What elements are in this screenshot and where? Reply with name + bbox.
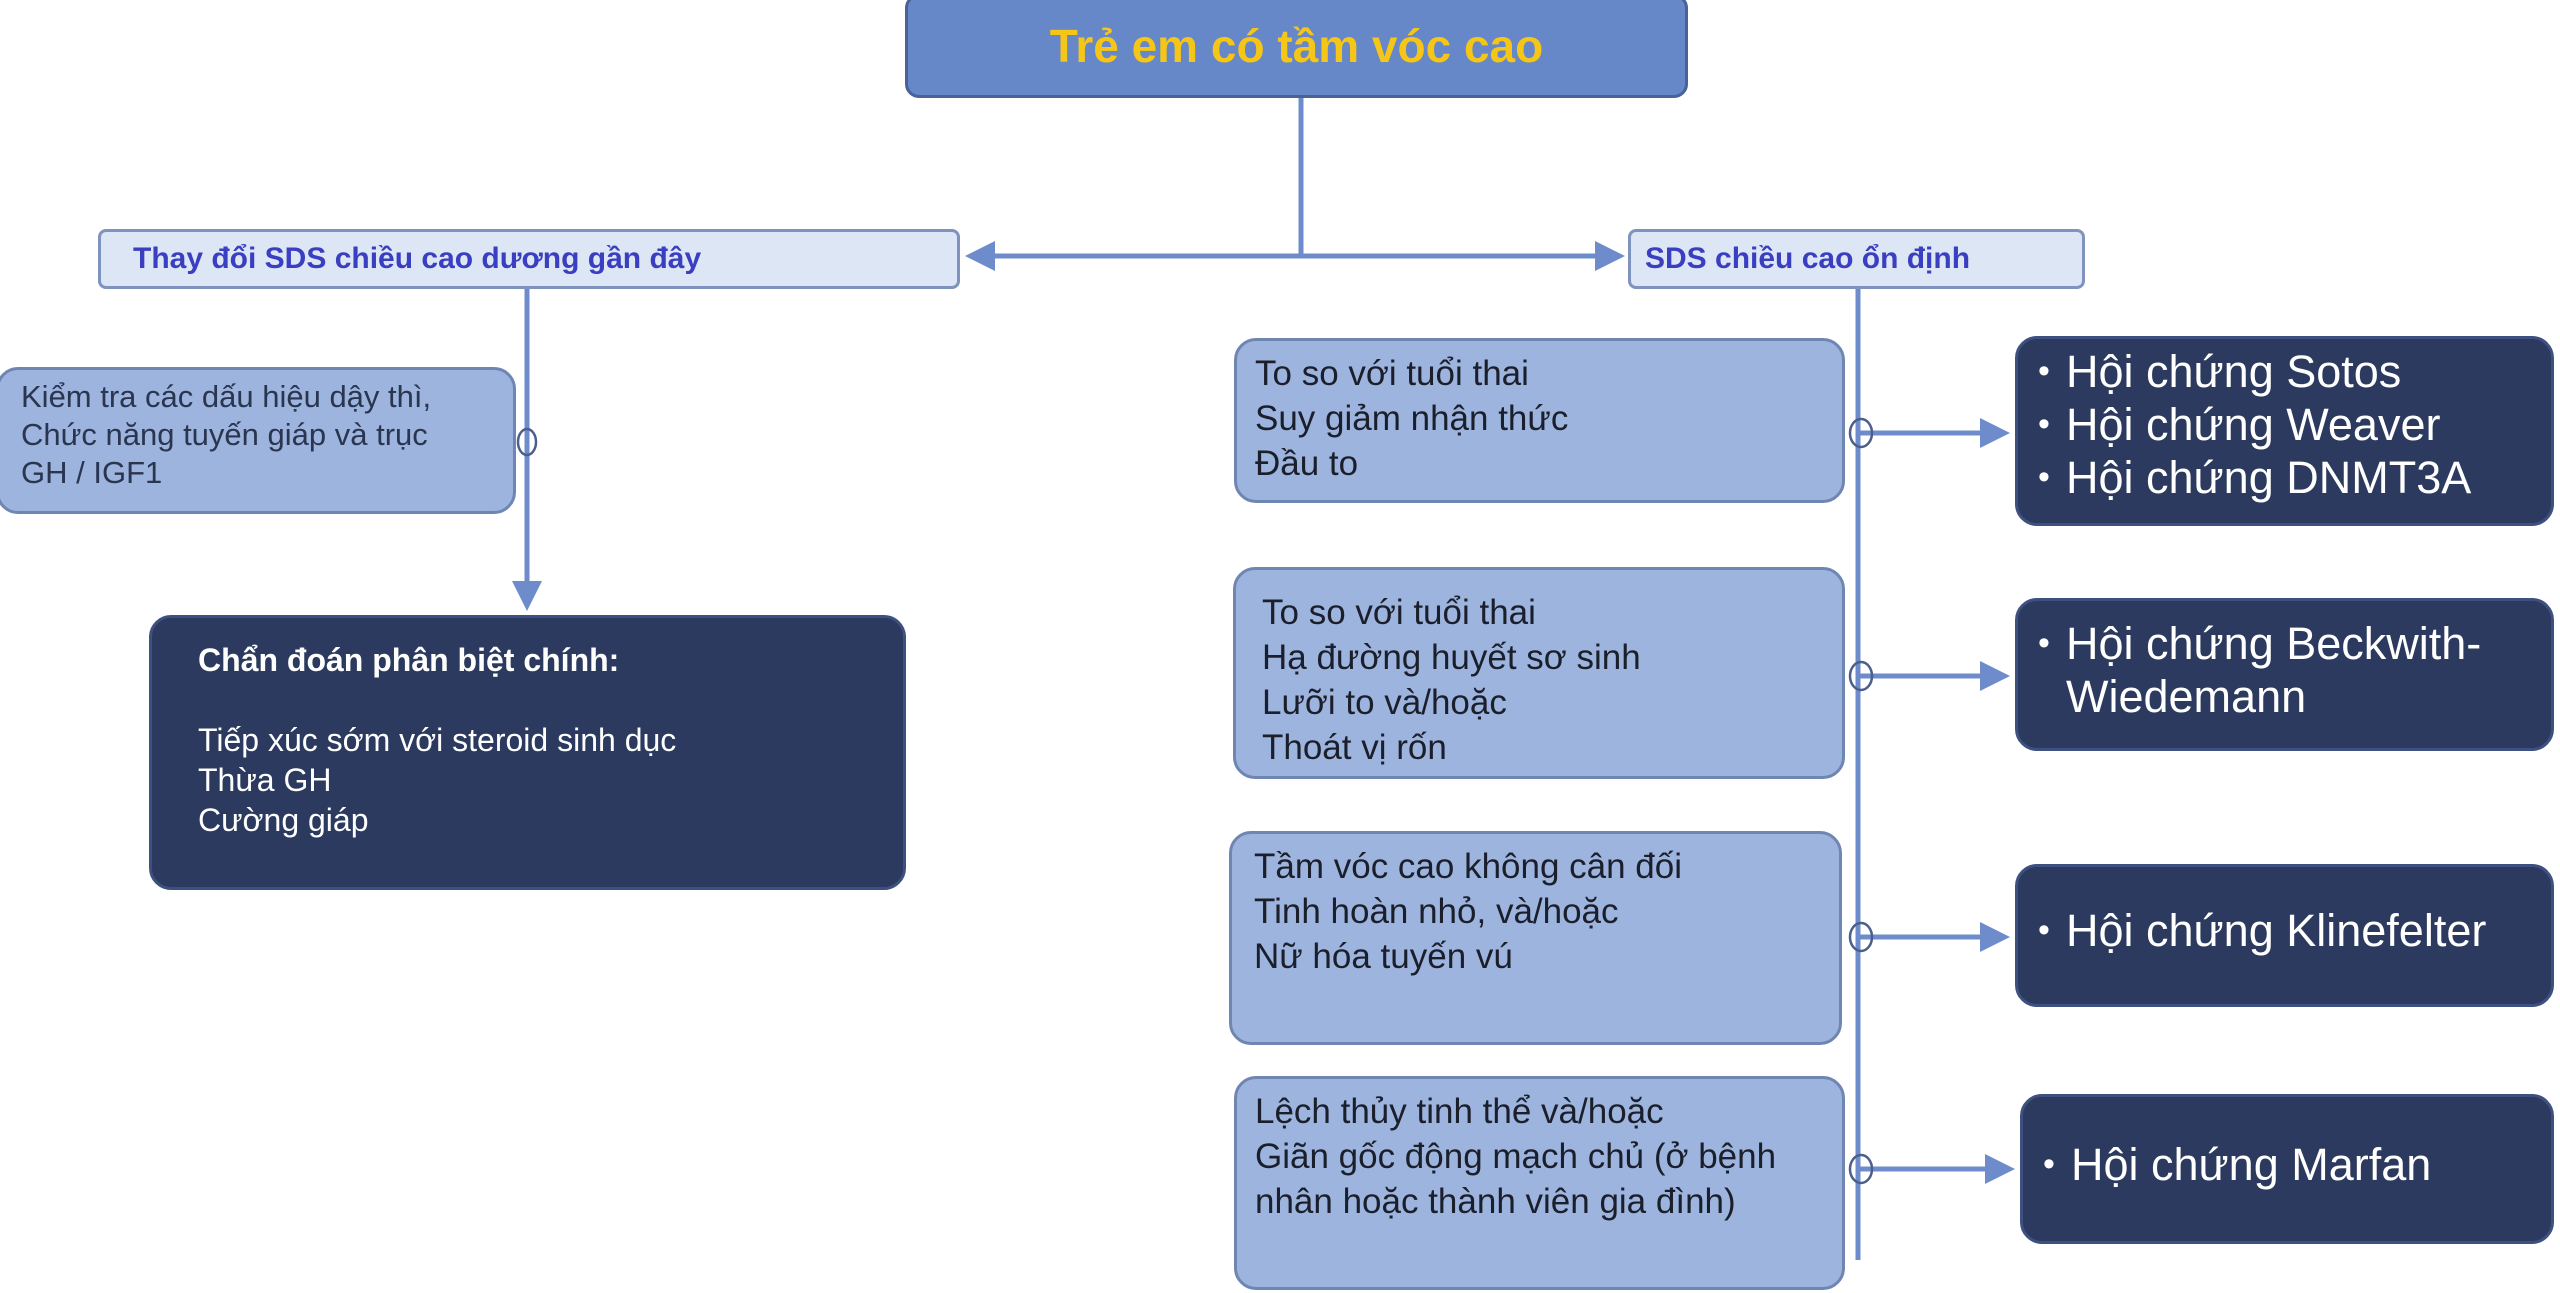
syndrome-box-2: Hội chứng Beckwith- Wiedemann: [2015, 598, 2554, 751]
differential-diagnosis-box: Chẩn đoán phân biệt chính: Tiếp xúc sớm …: [149, 615, 906, 890]
diagnosis-item: Tiếp xúc sớm với steroid sinh dục: [198, 722, 677, 758]
syndrome-item: Hội chứng Weaver: [2038, 398, 2531, 451]
syndrome-item: Hội chứng Sotos: [2038, 345, 2531, 398]
left-branch-header: Thay đổi SDS chiều cao dương gần đây: [98, 229, 960, 289]
right-branch-header: SDS chiều cao ổn định: [1628, 229, 2085, 289]
feature-item: Nữ hóa tuyến vú: [1254, 937, 1513, 976]
feature-item: To so với tuổi thai: [1262, 593, 1536, 632]
feature-item: Thoát vị rốn: [1262, 728, 1447, 767]
feature-item: To so với tuổi thai: [1255, 354, 1529, 393]
feature-item: Hạ đường huyết sơ sinh: [1262, 638, 1641, 677]
feature-item: Lệch thủy tinh thể và/hoặc: [1255, 1092, 1664, 1131]
evaluation-line: GH / IGF1: [21, 455, 163, 490]
feature-item: Giãn gốc động mạch chủ (ở bệnh: [1255, 1137, 1777, 1176]
features-box-1: To so với tuổi thai Suy giảm nhận thức Đ…: [1234, 338, 1845, 503]
title-text: Trẻ em có tầm vóc cao: [1049, 20, 1544, 72]
evaluation-line: Chức năng tuyến giáp và trục: [21, 417, 428, 452]
syndrome-box-4: Hội chứng Marfan: [2020, 1094, 2554, 1244]
syndrome-box-3: Hội chứng Klinefelter: [2015, 864, 2554, 1007]
features-box-3: Tầm vóc cao không cân đối Tinh hoàn nhỏ,…: [1229, 831, 1842, 1045]
syndrome-item-continued: Wiedemann: [2066, 671, 2307, 722]
feature-item: nhân hoặc thành viên gia đình): [1255, 1182, 1736, 1221]
diagnosis-item: Thừa GH: [198, 762, 332, 798]
syndrome-item: Hội chứng DNMT3A: [2038, 451, 2531, 504]
syndrome-item: Hội chứng Klinefelter: [2038, 904, 2531, 957]
feature-item: Tầm vóc cao không cân đối: [1254, 847, 1683, 886]
feature-item: Lưỡi to và/hoặc: [1262, 683, 1507, 722]
syndrome-item: Hội chứng Beckwith-: [2038, 617, 2531, 670]
evaluation-box: Kiểm tra các dấu hiệu dậy thì, Chức năng…: [0, 367, 516, 514]
feature-item: Suy giảm nhận thức: [1255, 399, 1569, 438]
right-branch-header-text: SDS chiều cao ổn định: [1645, 242, 1971, 275]
syndrome-item: Hội chứng Marfan: [2043, 1138, 2531, 1191]
diagnosis-heading: Chẩn đoán phân biệt chính:: [198, 642, 620, 678]
features-box-2: To so với tuổi thai Hạ đường huyết sơ si…: [1233, 567, 1845, 779]
feature-item: Đầu to: [1255, 444, 1359, 483]
left-branch-header-text: Thay đổi SDS chiều cao dương gần đây: [133, 242, 702, 275]
syndrome-box-1: Hội chứng Sotos Hội chứng Weaver Hội chứ…: [2015, 336, 2554, 526]
feature-item: Tinh hoàn nhỏ, và/hoặc: [1254, 892, 1619, 931]
diagnosis-item: Cường giáp: [198, 802, 369, 838]
features-box-4: Lệch thủy tinh thể và/hoặc Giãn gốc động…: [1234, 1076, 1845, 1290]
evaluation-line: Kiểm tra các dấu hiệu dậy thì,: [21, 379, 432, 414]
title-box: Trẻ em có tầm vóc cao: [905, 0, 1688, 98]
